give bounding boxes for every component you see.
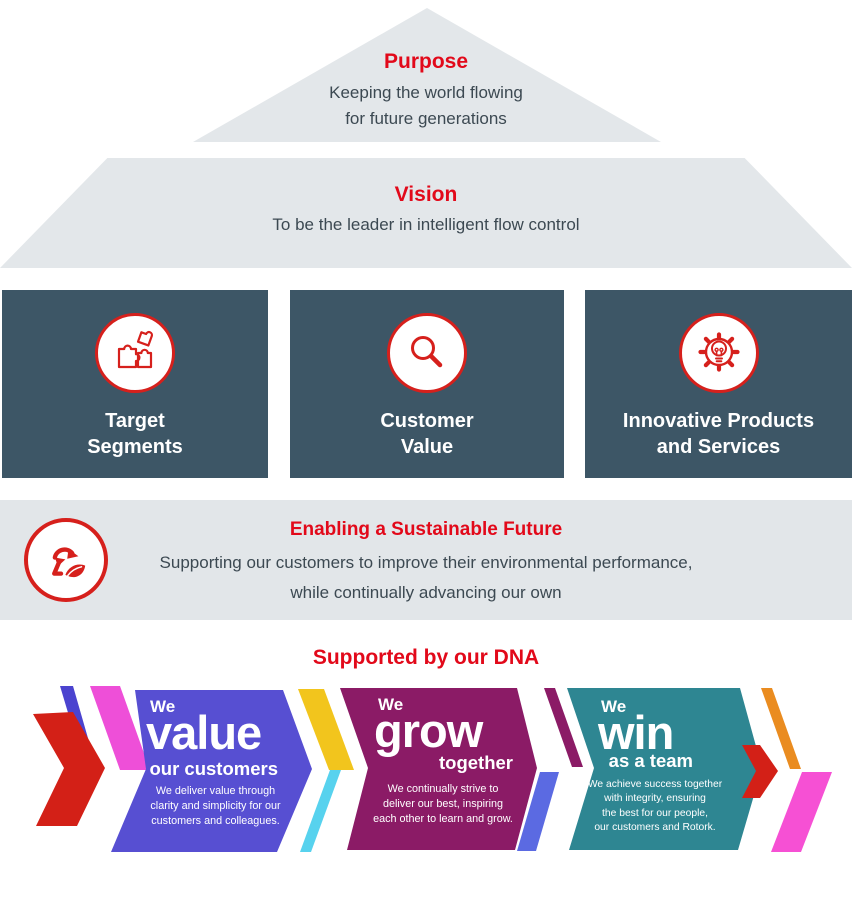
sustainability-title: Enabling a Sustainable Future <box>289 519 563 540</box>
banner-suffix: our customers <box>149 758 278 779</box>
sustainability-band: Enabling a Sustainable Future Supporting… <box>0 500 852 620</box>
pillar-customer-value: Customer Value <box>290 290 564 478</box>
banner-prefix: We <box>601 697 627 716</box>
pillar-target-segments: Target Segments <box>2 290 268 478</box>
dna-banner-value: We value our customers We deliver value … <box>111 690 312 852</box>
puzzle-icon <box>111 329 159 377</box>
puzzle-icon-circle <box>95 313 175 393</box>
chevron-red-left <box>33 712 105 826</box>
stripe-pink <box>771 772 832 852</box>
banner-suffix: as a team <box>608 750 693 771</box>
banner-body: We continually strive to deliver our bes… <box>373 783 513 826</box>
pillar-innovative-products: Innovative Products and Services <box>585 290 852 478</box>
banner-body: We deliver value through clarity and sim… <box>150 785 281 828</box>
banner-word: win <box>598 706 674 759</box>
banner-word: value <box>146 706 262 759</box>
pillar-label: Target Segments <box>87 410 183 458</box>
banner-suffix: together <box>439 752 513 773</box>
recycle-leaf-icon <box>40 534 92 586</box>
dna-banner-win: We win as a team We achieve success toge… <box>567 688 762 850</box>
magnifier-icon <box>403 329 451 377</box>
banner-word: grow <box>374 704 483 757</box>
banner-prefix: We <box>378 695 404 714</box>
banner-prefix: We <box>150 697 176 716</box>
gear-bulb-icon <box>695 329 743 377</box>
purpose-title: Purpose <box>383 50 469 73</box>
dna-title: Supported by our DNA <box>312 646 540 669</box>
magnifier-icon-circle <box>387 313 467 393</box>
sustainability-subtitle: Supporting our customers to improve thei… <box>159 553 693 602</box>
recycle-leaf-icon-circle <box>24 518 108 602</box>
gear-bulb-icon-circle <box>678 313 759 393</box>
purpose-subtitle: Keeping the world flowing for future gen… <box>329 83 523 129</box>
vision-title: Vision <box>394 183 458 206</box>
pillar-label: Innovative Products and Services <box>622 410 815 458</box>
dna-banner-grow: We grow together We continually strive t… <box>340 688 537 850</box>
pillar-label: Customer Value <box>380 410 474 458</box>
vision-trapezoid: Vision To be the leader in intelligent f… <box>0 158 852 268</box>
vision-subtitle: To be the leader in intelligent flow con… <box>272 215 580 234</box>
banner-body: We achieve success together with integri… <box>587 779 723 834</box>
